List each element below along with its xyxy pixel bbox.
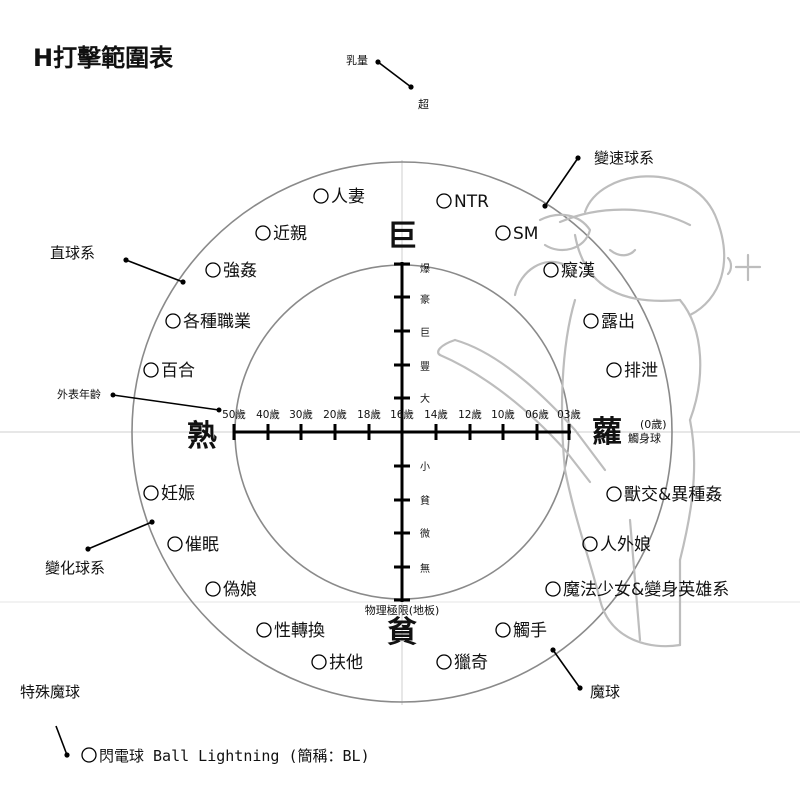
physical-limit-label: 物理極限(地板): [365, 603, 440, 617]
breast-size-label: 乳量: [346, 54, 368, 67]
breast-level-label: 大: [420, 392, 430, 405]
list-item: 妊娠: [161, 484, 195, 504]
list-item: 人外娘: [600, 535, 651, 555]
list-item: 獵奇: [454, 653, 488, 673]
breast-size-labels: 爆 豪 巨 豐 大 小 貧 微 無: [420, 263, 430, 575]
breast-level-label: 巨: [420, 327, 430, 339]
special-item-ball-lightning: 閃電球 Ball Lightning (簡稱：BL): [99, 747, 370, 765]
age-tick-label: 50歲: [222, 408, 246, 421]
list-item: 露出: [601, 312, 635, 332]
breast-level-label: 無: [420, 562, 430, 575]
pole-bottom: 貧: [387, 615, 417, 650]
list-item: 偽娘: [223, 580, 257, 600]
pole-top: 巨: [387, 219, 417, 254]
age-tick-label: 10歲: [491, 408, 515, 421]
category-magic-ball: 魔球: [590, 683, 620, 701]
outer-ring: [131, 161, 673, 703]
zero-age-note: (0歲): [640, 417, 667, 431]
pole-left: 熟: [187, 419, 217, 454]
age-axis-ticks: [232, 424, 571, 440]
age-tick-label: 18歲: [357, 408, 381, 421]
list-item: 觸手: [513, 621, 547, 641]
category-straight-ball: 直球系: [50, 244, 95, 262]
list-item: 近親: [273, 224, 307, 244]
list-item: SM: [513, 224, 538, 244]
age-tick-label: 03歲: [557, 408, 581, 421]
left-items: 人妻 近親 強姦 各種職業 百合 妊娠 催眠 偽娘 性轉換 扶他: [143, 187, 365, 673]
breast-level-label: 豪: [420, 293, 430, 306]
hit-by-pitch-label: 觸身球: [628, 431, 661, 445]
list-item: 催眠: [185, 535, 219, 555]
breast-level-label: 豐: [420, 360, 430, 373]
breast-level-label: 爆: [420, 263, 430, 275]
age-tick-labels: 50歲 40歲 30歲 20歲 18歲 16歲 14歲 12歲 10歲 06歲 …: [222, 408, 581, 421]
age-tick-label: 30歲: [289, 408, 313, 421]
breast-level-label: 微: [420, 527, 430, 540]
age-tick-label: 40歲: [256, 408, 280, 421]
list-item: 魔法少女&變身英雄系: [563, 580, 729, 600]
right-items: NTR SM 癡漢 露出 排泄 獸交&異種姦 人外娘 魔法少女&變身英雄系 觸手…: [436, 192, 729, 673]
age-tick-label: 06歲: [525, 408, 549, 421]
category-curveball: 變化球系: [45, 559, 105, 577]
list-item: 癡漢: [561, 261, 595, 281]
list-item: 人妻: [331, 187, 365, 207]
breast-level-label: 小: [420, 461, 430, 473]
age-tick-label: 16歲: [390, 408, 414, 421]
list-item: 扶他: [329, 653, 363, 673]
breast-axis-ticks: [394, 262, 410, 602]
list-item: 獸交&異種姦: [624, 485, 722, 505]
list-item: 排泄: [624, 361, 658, 381]
list-item: 百合: [161, 361, 195, 381]
age-tick-label: 14歲: [424, 408, 448, 421]
batter-figure: [437, 175, 762, 648]
list-item: NTR: [454, 192, 489, 212]
breast-level-label: 貧: [420, 494, 430, 507]
list-item: 性轉換: [274, 621, 325, 641]
breast-size-extreme: 超: [418, 97, 429, 111]
category-breaking-ball: 變速球系: [594, 149, 654, 167]
age-tick-label: 12歲: [458, 408, 482, 421]
age-tick-label: 20歲: [323, 408, 347, 421]
pole-right: 蘿: [592, 415, 622, 450]
list-item: 強姦: [223, 261, 257, 281]
page-title: H打擊範圍表: [33, 44, 174, 72]
category-special-magic-ball: 特殊魔球: [20, 683, 80, 701]
list-item: 各種職業: [183, 312, 251, 332]
age-axis-label: 外表年齡: [57, 387, 101, 401]
